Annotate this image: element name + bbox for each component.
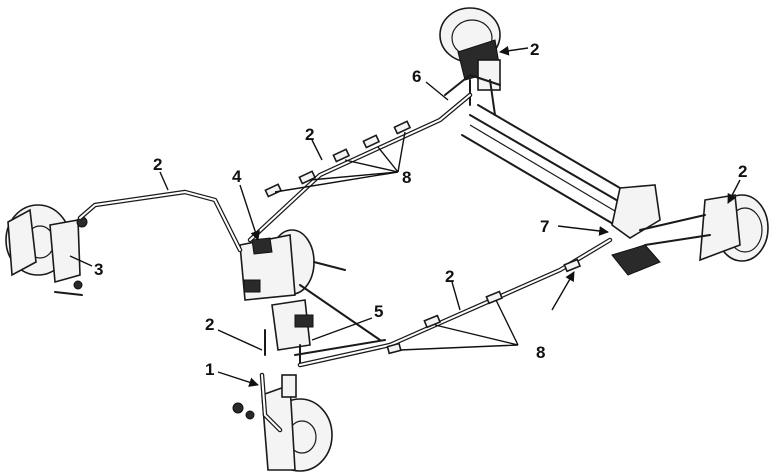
callout-5: 5: [374, 302, 383, 321]
leader-lines: [69, 45, 741, 387]
callout-7: 7: [540, 217, 549, 236]
rear-right-brake-drum: [611, 184, 769, 276]
brake-lines: [77, 74, 613, 433]
callout-1: 1: [205, 360, 214, 379]
callout-2-mid-upper: 2: [305, 125, 314, 144]
line-clips: [264, 120, 582, 355]
callout-labels: 2 6 2 2 4 8 2 7 3 2 5 2 1 8: [94, 40, 747, 379]
front-right-disc-brake: [232, 374, 333, 472]
callout-4: 4: [232, 167, 242, 186]
rear-left-brake-drum: [439, 7, 501, 116]
callout-3: 3: [94, 260, 103, 279]
callout-2-left: 2: [153, 155, 162, 174]
callout-8-upper: 8: [402, 168, 411, 187]
callout-8-lower: 8: [536, 343, 545, 362]
callout-2-top-right: 2: [530, 40, 539, 59]
callout-6: 6: [412, 67, 421, 86]
front-left-disc-brake: [5, 204, 88, 296]
master-cylinder-booster: [239, 229, 346, 301]
brake-junction-block: [264, 299, 314, 366]
rear-axle-beam: [461, 104, 633, 226]
callout-2-lower-mid: 2: [445, 267, 454, 286]
callout-2-right: 2: [738, 162, 747, 181]
callout-2-lower-left: 2: [205, 315, 214, 334]
